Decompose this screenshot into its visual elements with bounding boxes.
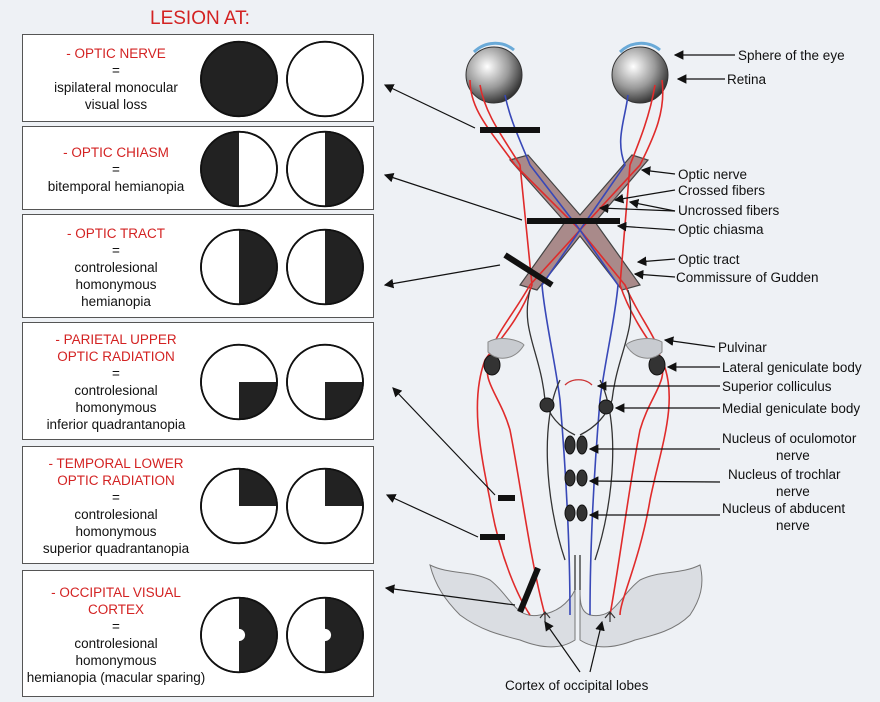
right-mgb xyxy=(599,400,613,414)
label-trochlar-1: Nucleus of trochlar xyxy=(728,467,841,482)
label-oculomotor-2: nerve xyxy=(776,448,810,463)
label-trochlar-2: nerve xyxy=(776,484,810,499)
label-mgb: Medial geniculate body xyxy=(722,401,860,416)
left-eyeball xyxy=(466,47,522,103)
label-uncrossed: Uncrossed fibers xyxy=(678,203,780,218)
label-oculomotor-1: Nucleus of oculomotor xyxy=(722,431,857,446)
label-lgb: Lateral geniculate body xyxy=(722,360,862,375)
right-pulvinar xyxy=(626,339,662,359)
label-pulvinar: Pulvinar xyxy=(718,340,767,355)
label-tract: Optic tract xyxy=(678,252,740,267)
label-gudden: Commissure of Gudden xyxy=(676,270,819,285)
label-crossed: Crossed fibers xyxy=(678,183,765,198)
label-abducent-2: nerve xyxy=(776,518,810,533)
label-chiasma: Optic chiasma xyxy=(678,222,764,237)
left-pulvinar xyxy=(488,339,524,359)
label-cortex: Cortex of occipital lobes xyxy=(505,678,649,693)
label-abducent-1: Nucleus of abducent xyxy=(722,501,845,516)
label-optic-nerve: Optic nerve xyxy=(678,167,747,182)
left-mgb xyxy=(540,398,554,412)
label-sphere: Sphere of the eye xyxy=(738,48,845,63)
occipital-cortex-right xyxy=(580,565,702,647)
right-eyeball xyxy=(612,47,668,103)
label-retina: Retina xyxy=(727,72,767,87)
label-sc: Superior colliculus xyxy=(722,379,832,394)
